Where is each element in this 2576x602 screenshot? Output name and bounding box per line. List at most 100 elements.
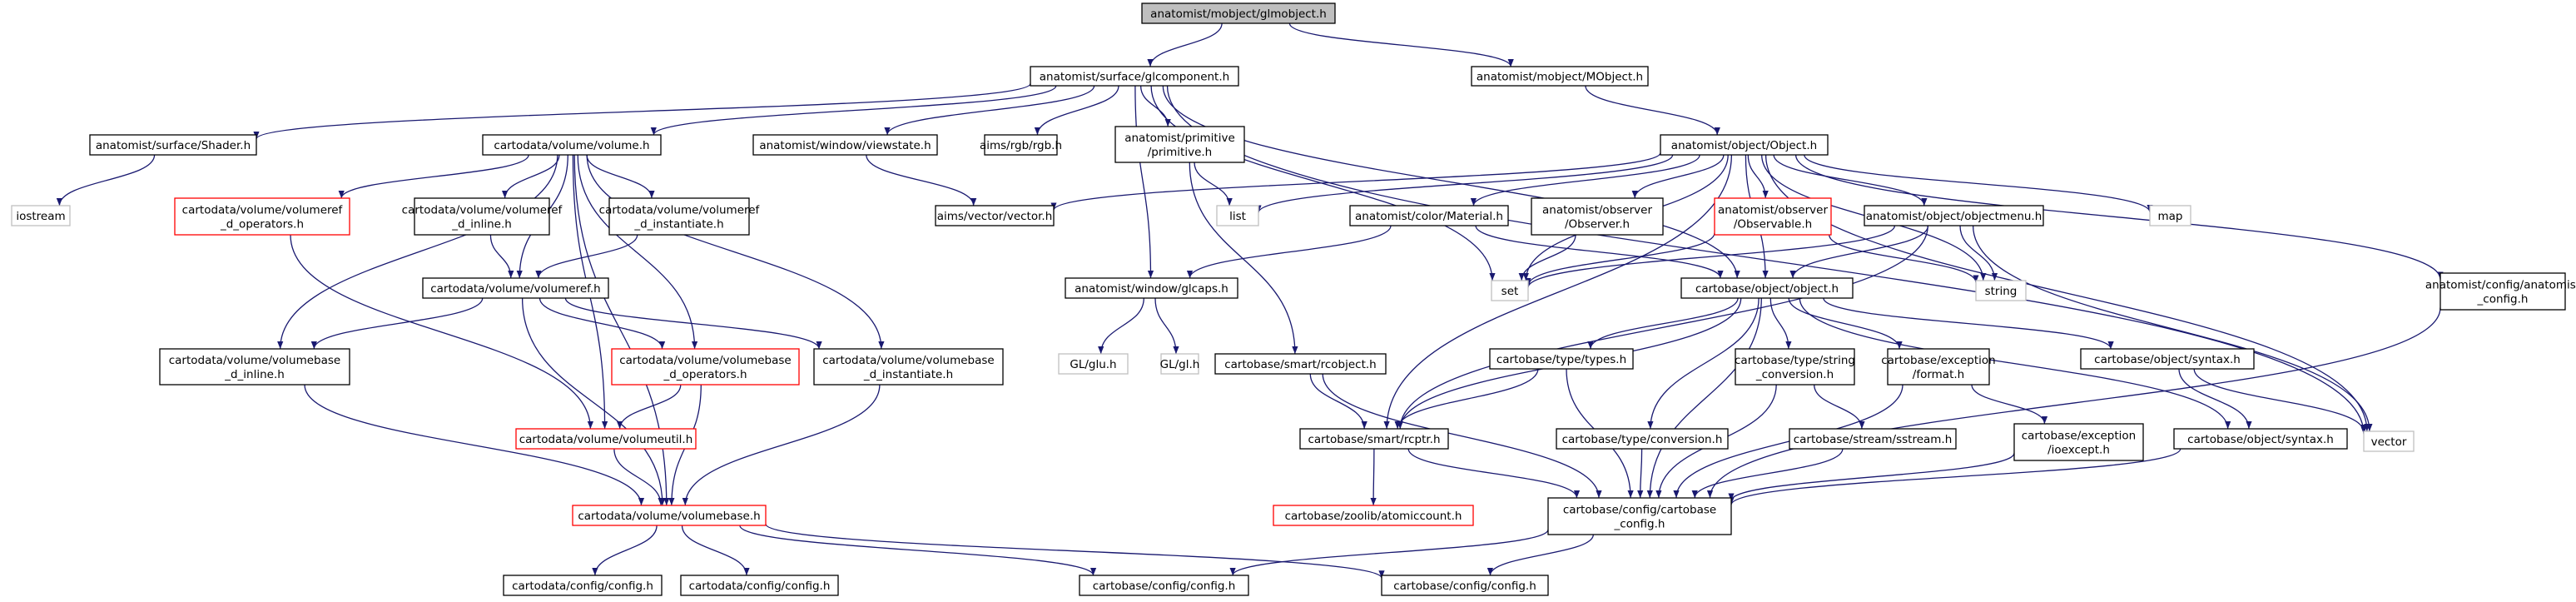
node-conversion[interactable]: cartobase/type/conversion.h — [1556, 428, 1729, 450]
node-carto_object[interactable]: cartobase/object/object.h — [1680, 277, 1854, 299]
node-box-vref_inline — [414, 197, 550, 236]
node-label: /format.h — [1913, 368, 1964, 381]
node-label: cartobase/object/syntax.h — [2094, 353, 2241, 366]
node-box-syntax_bot — [2173, 428, 2348, 450]
node-box-exc_format — [1887, 348, 1990, 386]
node-label: list — [1229, 210, 1246, 223]
node-cb_config2[interactable]: cartobase/config/config.h — [1381, 575, 1549, 596]
node-box-volume_h — [482, 134, 662, 156]
edge-syntax_top-to-syntax_bot — [2178, 368, 2252, 430]
node-vbase_inline[interactable]: cartodata/volume/volumebase_d_inline.h — [159, 348, 350, 386]
node-box-ioexcept — [2013, 423, 2144, 461]
node-root[interactable]: anatomist/mobject/glmobject.h — [1141, 2, 1336, 24]
node-cd_config2[interactable]: cartodata/config/config.h — [680, 575, 839, 596]
node-label: cartobase/object/object.h — [1695, 282, 1839, 296]
node-glcaps[interactable]: anatomist/window/glcaps.h — [1065, 277, 1238, 299]
node-label: cartobase/config/config.h — [1093, 580, 1236, 593]
node-observable[interactable]: anatomist/observer/Observable.h — [1714, 197, 1832, 236]
node-cb_config1[interactable]: cartobase/config/config.h — [1079, 575, 1249, 596]
edge-objectmenu-to-string — [1959, 225, 1998, 281]
node-label: anatomist/object/Object.h — [1671, 139, 1817, 152]
node-label: anatomist/surface/glcomponent.h — [1040, 71, 1229, 84]
node-volumeref[interactable]: cartodata/volume/volumeref.h — [422, 277, 609, 299]
node-label: cartobase/zoolib/atomiccount.h — [1285, 510, 1462, 523]
node-volumebase[interactable]: cartodata/volume/volumebase.h — [572, 505, 767, 526]
node-label: cartodata/volume/volumeref — [599, 204, 761, 217]
edge-carto_object-to-string_conv — [1769, 297, 1792, 350]
node-label: cartobase/type/types.h — [1496, 353, 1626, 366]
edge-material-to-glcaps — [1186, 225, 1392, 279]
node-label: cartobase/smart/rcptr.h — [1308, 433, 1440, 446]
edge-object_h-to-anat_config — [1794, 154, 2444, 280]
node-cd_config1[interactable]: cartodata/config/config.h — [503, 575, 663, 596]
node-vref_ops[interactable]: cartodata/volume/volumeref_d_operators.h — [174, 197, 350, 236]
node-mobject[interactable]: anatomist/mobject/MObject.h — [1471, 66, 1649, 87]
node-rgb[interactable]: aims/rgb/rgb.h — [980, 134, 1062, 156]
node-box-set — [1491, 280, 1529, 301]
node-box-shader — [89, 134, 257, 156]
node-object_h[interactable]: anatomist/object/Object.h — [1660, 134, 1829, 156]
edge-rcptr-to-atomiccount — [1370, 448, 1377, 506]
node-objectmenu[interactable]: anatomist/object/objectmenu.h — [1864, 205, 2044, 226]
node-box-vref_ops — [174, 197, 350, 236]
edge-glcomponent-to-primitive — [1139, 85, 1171, 127]
node-atomiccount[interactable]: cartobase/zoolib/atomiccount.h — [1273, 505, 1474, 526]
node-volumeutil[interactable]: cartodata/volume/volumeutil.h — [515, 428, 697, 450]
node-label: cartodata/config/config.h — [512, 580, 653, 593]
node-box-list — [1216, 205, 1259, 226]
edge-vref_inline-to-volumeref — [489, 234, 514, 279]
edge-vref_inst-to-volumeref — [535, 234, 638, 279]
node-viewstate[interactable]: anatomist/window/viewstate.h — [752, 134, 938, 156]
node-box-primitive — [1114, 126, 1245, 163]
node-shader[interactable]: anatomist/surface/Shader.h — [89, 134, 257, 156]
node-label: anatomist/surface/Shader.h — [96, 139, 251, 152]
node-label: anatomist/primitive — [1124, 132, 1235, 145]
node-anat_config[interactable]: anatomist/config/anatomist_config.h — [2425, 272, 2576, 311]
node-syntax_top[interactable]: cartobase/object/syntax.h — [2080, 348, 2255, 370]
node-material[interactable]: anatomist/color/Material.h — [1349, 205, 1509, 226]
node-vref_inst[interactable]: cartodata/volume/volumeref_d_instantiate… — [599, 197, 761, 236]
edge-object_h-to-list — [1255, 154, 1674, 213]
edge-object_h-to-vector — [1764, 154, 2370, 432]
node-types[interactable]: cartobase/type/types.h — [1489, 348, 1634, 370]
edge-volume_h-to-vbase_inst — [586, 154, 885, 350]
edge-glcaps-to-glu — [1098, 297, 1144, 355]
node-box-gl — [1160, 353, 1199, 375]
node-label: iostream — [16, 210, 65, 223]
edge-rcptr-to-cb_config — [1407, 448, 1581, 499]
node-label: cartobase/exception — [2022, 430, 2137, 443]
node-box-cd_config1 — [503, 575, 663, 596]
node-vector: vector — [2363, 430, 2415, 452]
edge-volumeutil-to-volumebase — [613, 448, 664, 506]
node-label: _conversion.h — [1755, 368, 1834, 381]
node-vbase_inst[interactable]: cartodata/volume/volumebase_d_instantiat… — [813, 348, 1004, 386]
node-sstream[interactable]: cartobase/stream/sstream.h — [1789, 428, 1957, 450]
edge-glcomponent-to-shader — [253, 82, 1031, 140]
node-box-viewstate — [752, 134, 938, 156]
node-label: cartodata/volume/volumebase — [619, 354, 792, 367]
node-rcobject[interactable]: cartobase/smart/rcobject.h — [1214, 353, 1387, 375]
node-box-vref_inst — [608, 197, 750, 236]
node-exc_format[interactable]: cartobase/exception/format.h — [1881, 348, 1996, 386]
node-string_conv[interactable]: cartobase/type/string_conversion.h — [1735, 348, 1855, 386]
edge-volumeref-to-volumebase — [521, 297, 666, 506]
node-ioexcept[interactable]: cartobase/exception/ioexcept.h — [2013, 423, 2144, 461]
node-volume_h[interactable]: cartodata/volume/volume.h — [482, 134, 662, 156]
edge-glcomponent-to-rgb — [1034, 85, 1119, 136]
node-string: string — [1975, 280, 2027, 301]
node-vbase_ops[interactable]: cartodata/volume/volumebase_d_operators.… — [611, 348, 800, 386]
node-label: _d_inline.h — [224, 368, 285, 381]
node-aimsvector[interactable]: aims/vector/vector.h — [935, 205, 1055, 226]
node-primitive[interactable]: anatomist/primitive/primitive.h — [1114, 126, 1245, 163]
node-label: cartobase/smart/rcobject.h — [1224, 358, 1377, 371]
node-box-string — [1975, 280, 2027, 301]
node-rcptr[interactable]: cartobase/smart/rcptr.h — [1299, 428, 1449, 450]
node-glcomponent[interactable]: anatomist/surface/glcomponent.h — [1030, 66, 1239, 87]
edge-observable-to-string — [1829, 234, 1979, 283]
node-label: map — [2158, 210, 2183, 223]
node-vref_inline[interactable]: cartodata/volume/volumeref_d_inline.h — [402, 197, 563, 236]
node-syntax_bot[interactable]: cartobase/object/syntax.h — [2173, 428, 2348, 450]
node-cb_config[interactable]: cartobase/config/cartobase_config.h — [1547, 497, 1732, 535]
node-observer[interactable]: anatomist/observer/Observer.h — [1531, 197, 1664, 236]
edge-exc_format-to-ioexcept — [1971, 384, 2048, 425]
